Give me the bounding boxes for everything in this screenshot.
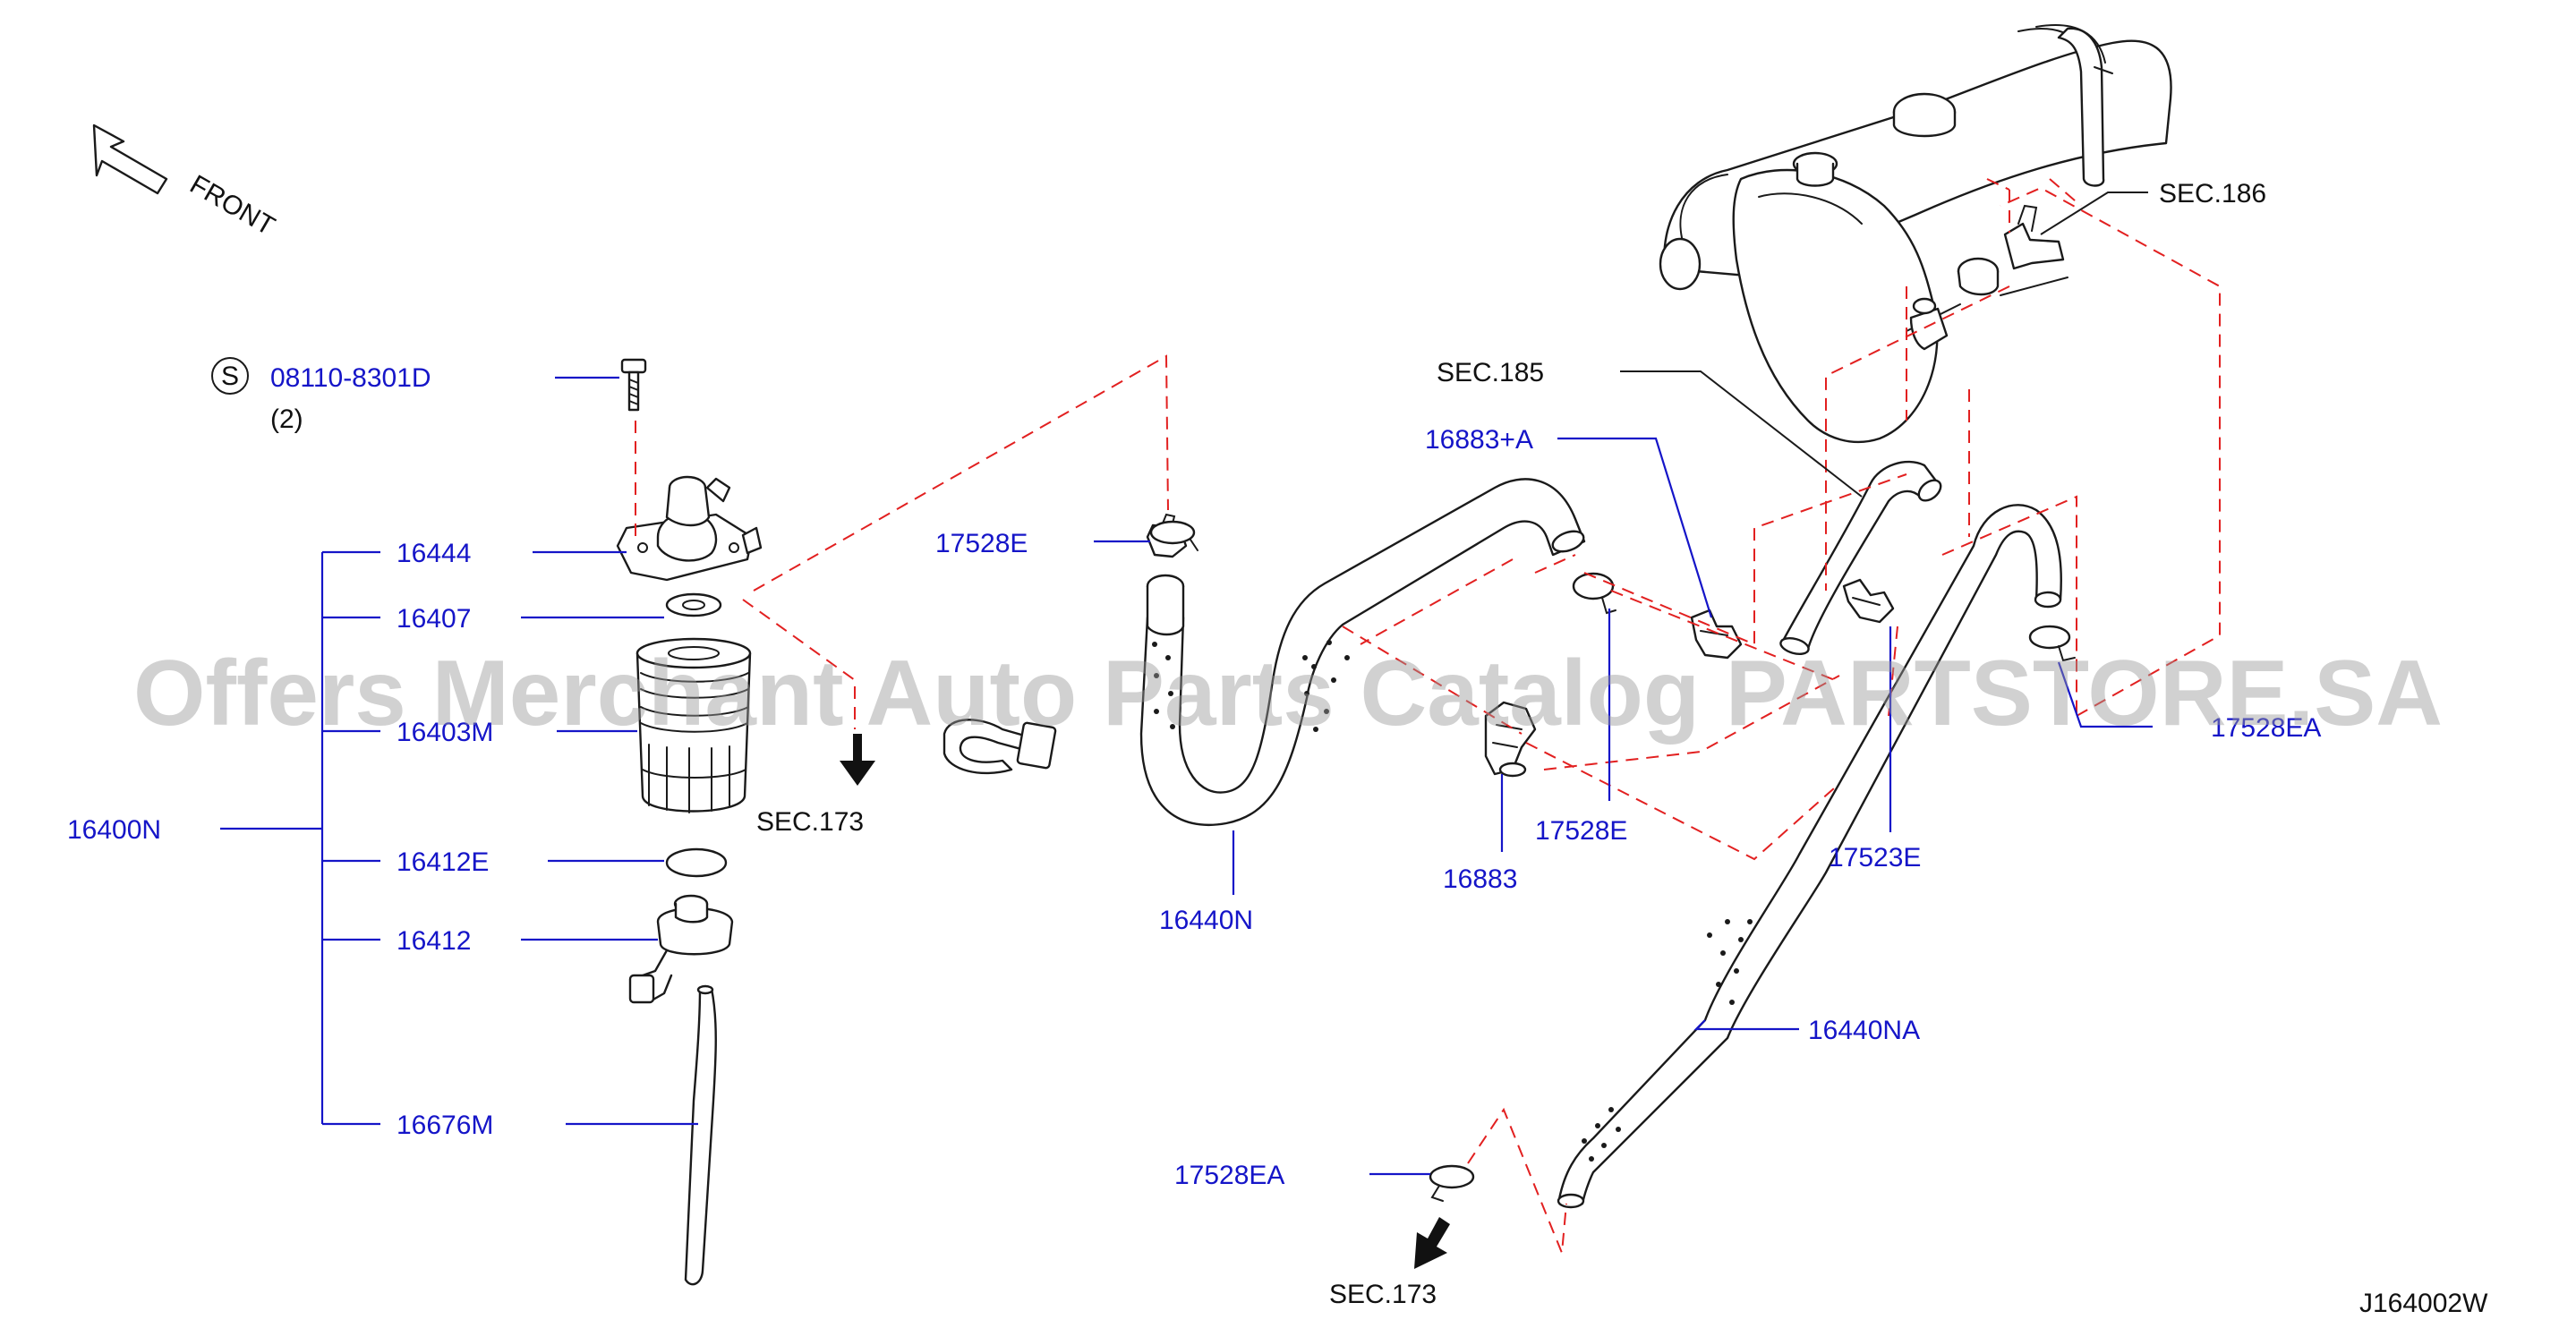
sec173-bottom-arrow-icon xyxy=(1414,1217,1450,1269)
clamp-17528EA-right-icon xyxy=(2028,625,2076,662)
bolt-quantity: (2) xyxy=(270,404,303,434)
filter-head-drawing xyxy=(616,475,763,582)
hose-sec185-drawing xyxy=(1779,460,1942,655)
bolt-callout: S 08110-8301D (2) xyxy=(211,357,431,434)
water-sensor-drawing xyxy=(628,894,734,1004)
label-sec185[interactable]: SEC.185 xyxy=(1437,358,1544,387)
label-17528EA-right[interactable]: 17528EA xyxy=(2211,713,2321,743)
front-arrow-icon xyxy=(92,123,168,195)
standard-part-letter: S xyxy=(221,362,239,391)
label-16676M[interactable]: 16676M xyxy=(397,1111,493,1140)
clamp-17528E-top-icon xyxy=(1149,520,1198,551)
hose-16440NA-protector-dots xyxy=(1582,919,1753,1162)
label-16412[interactable]: 16412 xyxy=(397,926,471,956)
label-08110-8301D[interactable]: 08110-8301D xyxy=(270,363,431,393)
sec173-arrow-icon xyxy=(840,734,875,786)
clip-drawing xyxy=(943,719,1057,775)
label-16883[interactable]: 16883 xyxy=(1443,864,1517,894)
hose-16440NA-drawing xyxy=(1557,504,2062,1209)
label-16412E[interactable]: 16412E xyxy=(397,847,489,877)
label-16440N[interactable]: 16440N xyxy=(1159,906,1253,935)
washer-16407-drawing xyxy=(665,592,722,617)
clamp-17528E-middle-icon xyxy=(1572,572,1616,615)
clip-17523E-drawing xyxy=(1842,578,1895,624)
label-16883A[interactable]: 16883+A xyxy=(1425,425,1533,455)
label-16440NA[interactable]: 16440NA xyxy=(1808,1016,1920,1045)
watermark-text: Offers Merchant Auto Parts Catalog PARTS… xyxy=(133,642,2443,745)
filter-element-drawing xyxy=(635,637,752,813)
engine-top-drawing xyxy=(1659,23,2172,444)
reference-lines xyxy=(635,178,2221,1254)
callout-lines xyxy=(220,376,2153,1176)
bolt-icon xyxy=(620,358,647,412)
label-16407[interactable]: 16407 xyxy=(397,604,471,634)
oring-16412E-drawing xyxy=(665,847,728,878)
label-17528E-top[interactable]: 17528E xyxy=(935,529,1028,558)
label-16403M[interactable]: 16403M xyxy=(397,718,493,747)
label-17528EA-bottom[interactable]: 17528EA xyxy=(1174,1161,1284,1190)
clamp-17528EA-bottom-icon xyxy=(1429,1164,1475,1202)
label-sec173-top[interactable]: SEC.173 xyxy=(756,807,864,837)
label-17523E[interactable]: 17523E xyxy=(1829,843,1921,873)
label-sec173-bottom[interactable]: SEC.173 xyxy=(1329,1280,1437,1309)
standard-part-circle-icon xyxy=(211,357,249,395)
front-label: FRONT xyxy=(185,169,280,241)
label-16444[interactable]: 16444 xyxy=(397,539,471,568)
hose-16440N-protector-dots xyxy=(1152,640,1350,732)
label-sec186[interactable]: SEC.186 xyxy=(2159,179,2266,209)
callout-lines-black xyxy=(1620,192,2148,498)
diagram-code: J164002W xyxy=(2359,1289,2488,1318)
drain-tube-16676M-drawing xyxy=(684,984,717,1286)
label-17528E-middle[interactable]: 17528E xyxy=(1535,816,1627,846)
label-16400N[interactable]: 16400N xyxy=(67,815,161,845)
